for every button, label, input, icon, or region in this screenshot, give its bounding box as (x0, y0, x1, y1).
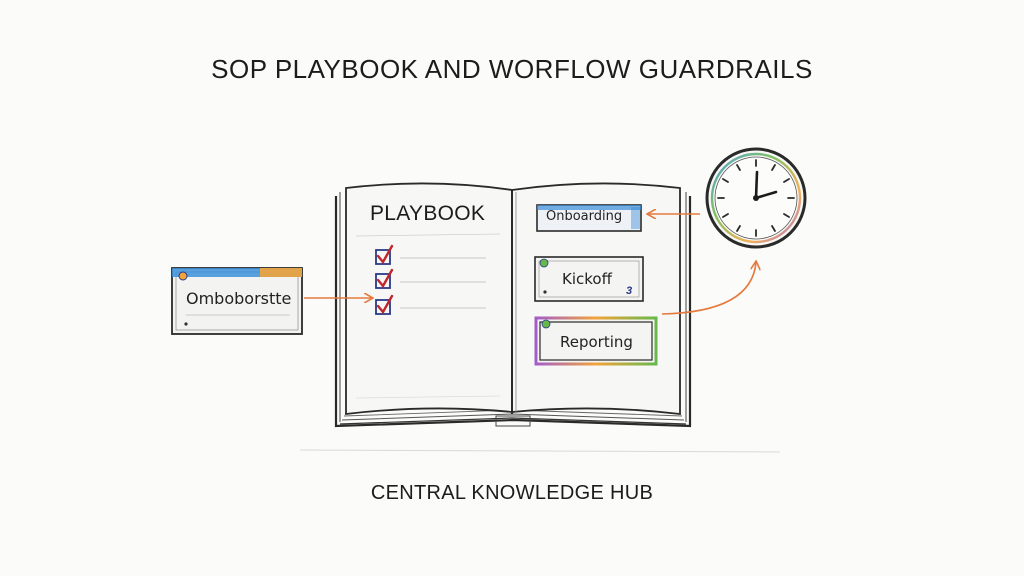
checkmark-icon (376, 294, 394, 315)
workflow-card-kickoff (534, 256, 644, 302)
caption: CENTRAL KNOWLEDGE HUB (370, 482, 654, 504)
source-card (171, 267, 303, 335)
workflow-card-reporting (534, 316, 658, 366)
checkmark-icon (376, 268, 394, 289)
playbook-title: PLAYBOOK (370, 202, 486, 225)
source-card-label: Omboborstte (186, 289, 292, 308)
checklist (375, 244, 486, 315)
workflow-step-kickoff: Kickoff (562, 270, 612, 288)
step-number: 3 (626, 285, 633, 297)
checkbox-icon (375, 273, 391, 289)
checkmark-icon (376, 244, 394, 265)
checklist-item (375, 244, 486, 265)
workflow-step-onboarding: Onboarding (546, 209, 623, 224)
checklist-item (375, 294, 486, 315)
arrow-icon (661, 262, 756, 315)
checkbox-icon (375, 249, 391, 265)
workflow-step-reporting: Reporting (560, 333, 633, 351)
page-title: SOP PLAYBOOK AND WORFLOW GUARDRAILS (211, 54, 813, 84)
workflow-card-onboarding (536, 204, 642, 232)
checklist-item (375, 268, 486, 289)
checkbox-icon (375, 299, 391, 315)
clock-icon (705, 147, 807, 249)
